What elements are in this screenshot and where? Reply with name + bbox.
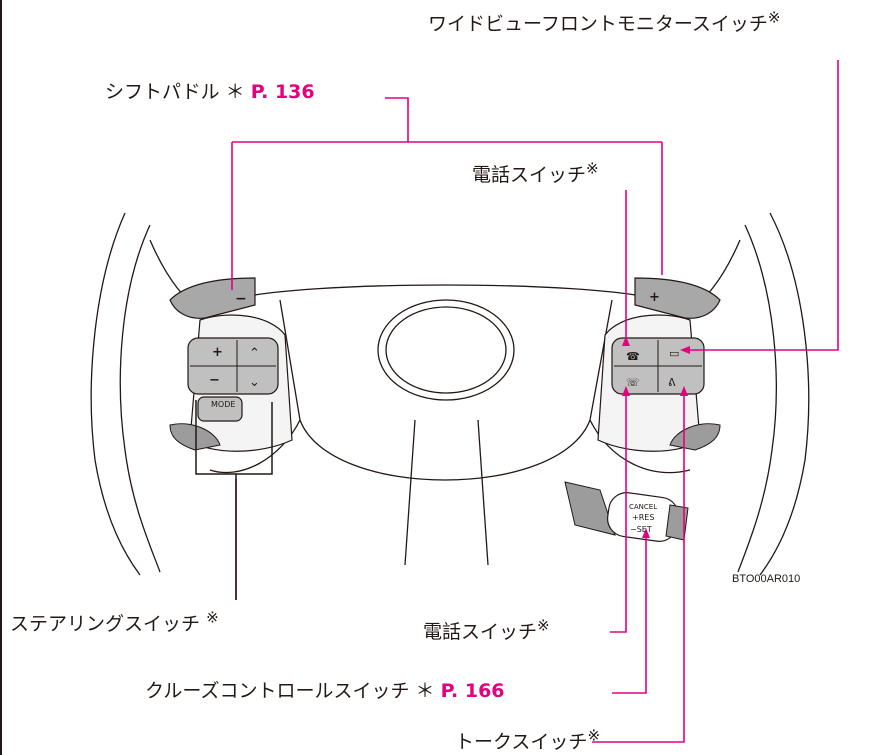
wide-view-text: ワイドビューフロントモニタースイッチ — [428, 13, 768, 35]
shift-paddle-star: ＊ — [225, 81, 245, 103]
phone-bottom-text: 電話スイッチ — [423, 621, 538, 643]
wide-view-monitor-switch-label: ワイドビューフロントモニタースイッチ※ — [428, 8, 781, 36]
steering-bracket — [195, 400, 273, 475]
wheel-hub — [209, 284, 691, 566]
left-spoke — [169, 314, 293, 452]
talk-note-mark: ※ — [587, 726, 601, 745]
steering-text: ステアリングスイッチ — [10, 613, 201, 635]
cruise-star: ＊ — [415, 680, 435, 702]
volume-up-label: + — [212, 345, 223, 360]
paddle-plus — [634, 277, 721, 319]
cruise-page-link[interactable]: P. 166 — [440, 680, 505, 702]
page-border — [0, 0, 2, 755]
phone-on-hook-icon: ☎ — [626, 350, 640, 363]
cruise-control-switch-label: クルーズコントロールスイッチ ＊ P. 166 — [145, 679, 505, 703]
paddle-minus-label: − — [235, 291, 247, 307]
leader-arrows — [622, 336, 690, 538]
seek-up-icon: ⌃ — [249, 346, 260, 361]
cruise-text: クルーズコントロールスイッチ — [145, 680, 410, 702]
shift-paddle-page-link[interactable]: P. 136 — [250, 81, 315, 103]
phone-switch-bottom-label: 電話スイッチ※ — [423, 616, 550, 644]
steering-switch-label: ステアリングスイッチ ※ — [10, 608, 219, 636]
talk-text: トークスイッチ — [455, 731, 588, 753]
lever-cancel-label: CANCEL — [629, 503, 658, 511]
volume-down-label: − — [209, 373, 220, 388]
wide-view-note-mark: ※ — [767, 8, 781, 27]
mode-button-label: MODE — [211, 400, 236, 409]
phone-off-hook-icon: ☏ — [626, 376, 640, 389]
seek-down-icon: ⌄ — [249, 375, 260, 390]
phone-top-text: 電話スイッチ — [472, 164, 587, 186]
phone-bottom-note-mark: ※ — [537, 616, 550, 635]
right-spoke: ☎ ▭ ☏ ᕕ — [597, 314, 721, 452]
talk-icon: ᕕ — [668, 376, 676, 389]
phone-top-note-mark: ※ — [586, 159, 599, 178]
talk-switch-label: トークスイッチ※ — [455, 726, 601, 754]
paddle-plus-label: + — [649, 290, 660, 305]
shift-paddle-label: シフトパドル ＊ P. 136 — [105, 80, 315, 104]
paddle-minus — [169, 277, 256, 319]
shift-paddle-text: シフトパドル — [105, 81, 220, 103]
lever-res-label: +RES — [632, 513, 655, 522]
phone-switch-top-label: 電話スイッチ※ — [472, 159, 599, 187]
leader-lines — [231, 60, 839, 743]
figure-reference: BTO00AR010 — [732, 573, 801, 585]
steering-note-mark: ※ — [206, 608, 219, 627]
lever-set-label: −SET — [630, 525, 652, 534]
monitor-icon: ▭ — [669, 347, 679, 360]
